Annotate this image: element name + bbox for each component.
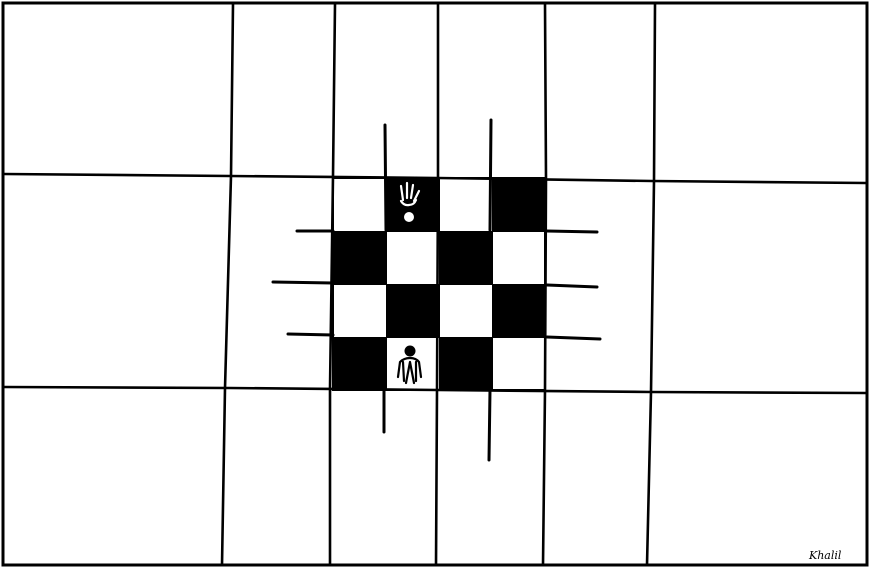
extension-line-right-3 — [547, 337, 600, 339]
board-square-dark — [386, 284, 440, 338]
extension-line-right-1 — [547, 231, 597, 232]
extension-line-left-2 — [273, 282, 333, 283]
extension-line-bottom-right — [489, 390, 490, 460]
extension-line-top-right — [490, 120, 491, 230]
board-square-dark — [333, 337, 387, 391]
board-square-dark — [439, 231, 493, 285]
board-square-dark — [439, 337, 493, 391]
board-square-dark — [492, 284, 546, 338]
person-head — [405, 346, 416, 357]
extension-line-right-2 — [547, 285, 597, 287]
extension-line-top-left — [385, 125, 386, 230]
board-square-dark — [492, 178, 546, 232]
hand-dot — [404, 212, 414, 222]
artist-signature: Khalil — [808, 549, 842, 562]
extension-line-left-3 — [288, 334, 333, 335]
board-square-dark — [333, 231, 387, 285]
